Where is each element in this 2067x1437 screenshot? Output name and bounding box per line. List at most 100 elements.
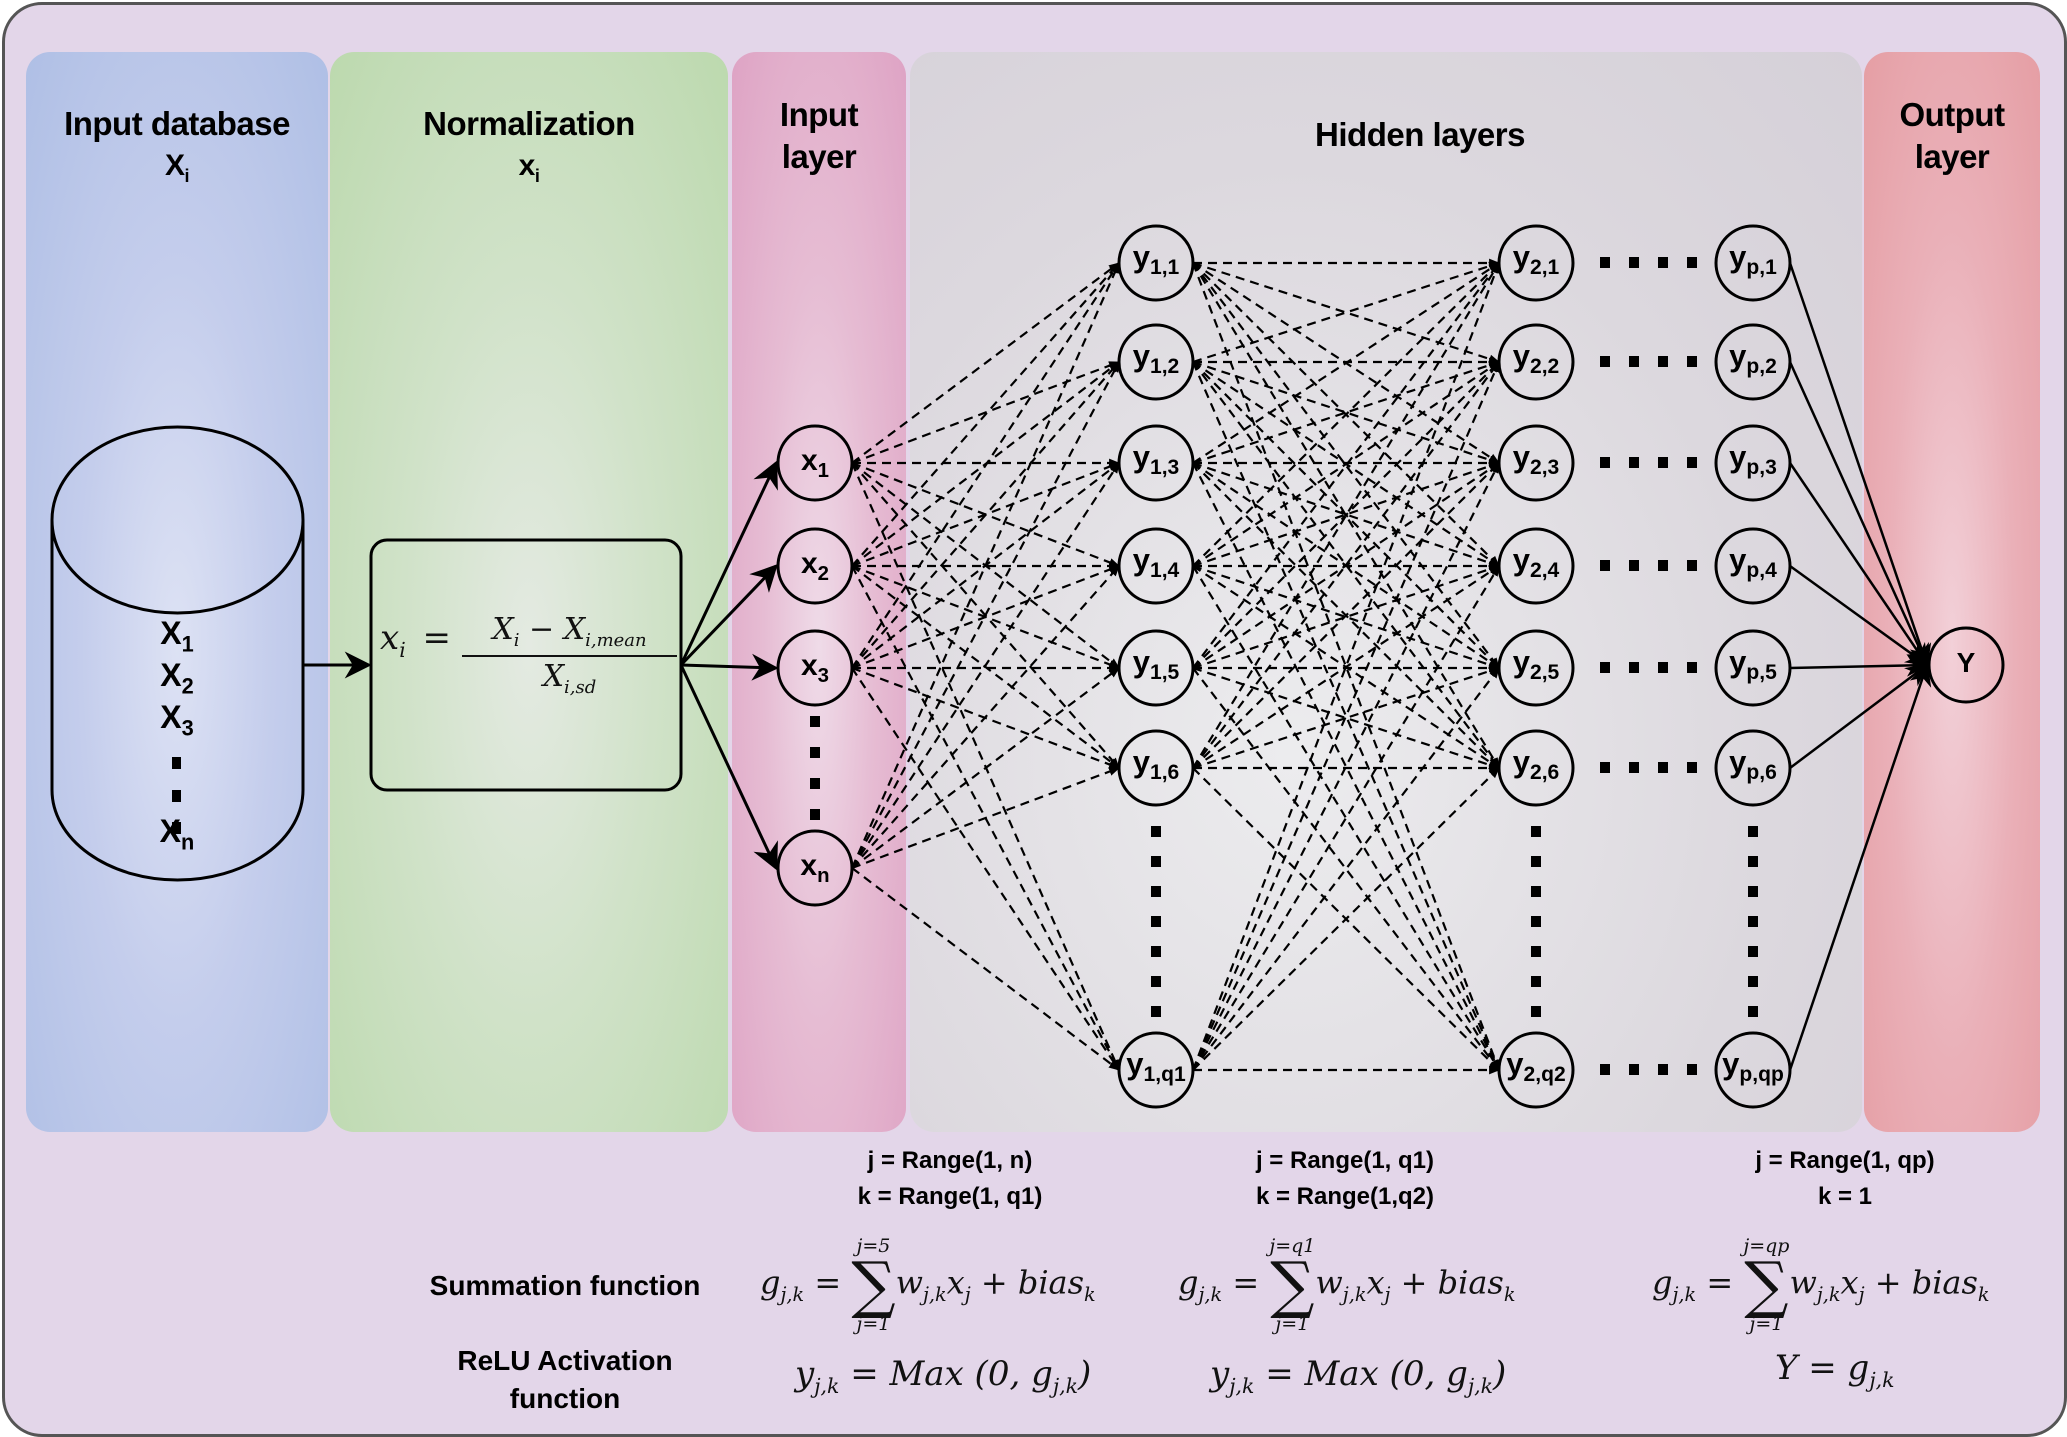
hidden-layer-p-node-label: yp,3 [1693,437,1813,488]
arrow-to-input-node [679,460,778,666]
label-sub: p,6 [1746,761,1777,785]
hidden-layer-1-node [1117,1031,1195,1109]
range-k: k = 1 [1817,1183,1873,1210]
output-node [1927,626,2005,704]
normalization-title-text: Normalization [423,105,635,142]
hidden-layer-1-node [1117,527,1195,605]
input-layer-title: Input layer [732,94,906,178]
arrow-to-input-node [679,664,778,871]
output-formula-text: Y = g [1775,1348,1870,1388]
label-base: y [1729,542,1747,577]
sum-x-sub: j [1858,1282,1865,1306]
hidden-layer-2-node-label: y2,q2 [1476,1044,1596,1095]
dashed-edge-h1-to-h2 [1192,462,1500,669]
sum-lhs-sub: j,k [1672,1282,1697,1306]
database-item: X3 [117,697,237,748]
dashed-edge-h1-to-h2 [1192,461,1501,568]
ellipsis-dot [172,822,181,834]
dashed-edge-input-to-h1 [850,462,1121,1072]
sum-bias: + bias [1864,1263,1978,1302]
sum-bias-sub: k [1084,1282,1096,1306]
summation-function-label: Summation function [429,1270,701,1301]
ellipsis-dot [172,790,181,802]
normalization-fraction: Xi − Xi,mean Xi,sd [462,612,677,698]
normalization-title: Normalization xi [330,103,728,197]
dashed-edge-h1-to-h2 [1192,262,1500,769]
input-database-title-text: Input database [64,105,290,142]
output-layer-title: Output layer [1864,94,2040,178]
label-sub: n [181,829,195,855]
edge-hp-to-output [1788,262,1932,668]
hidden-layer-2-node-label: y2,6 [1476,742,1596,793]
relu-formula-layer2: yj,k = Max (0, gj,k) [1210,1354,1506,1398]
hidden-layers-title: Hidden layers [1200,114,1640,156]
ellipsis-dot [1600,560,1610,571]
hidden-layer-p-node-label: yp,qp [1693,1044,1813,1095]
hidden-layer-1-node-label: y1,2 [1096,336,1216,387]
dashed-edge-input-to-h1 [851,262,1120,464]
dashed-edge-input-to-h1 [850,261,1121,869]
sum-lhs: g [1178,1263,1199,1302]
label-base: x [800,649,818,682]
ellipsis-dot [1531,886,1541,897]
dashed-edge-input-to-h1 [851,361,1120,869]
ellipsis-dot [1600,762,1610,773]
dashed-edge-h1-to-h2 [1192,262,1500,464]
input-node [776,629,854,707]
label-sub: 2,6 [1529,761,1560,785]
hidden-layer-2-node-label: y2,4 [1476,540,1596,591]
sum-x-sub: j [1384,1282,1391,1306]
hidden-layer-2-node [1497,424,1575,502]
label-sub: 2,1 [1529,256,1560,280]
label-sub: 1,6 [1149,761,1180,785]
label-base: y [1512,338,1530,373]
sum-weight-sub: j,k [1342,1282,1367,1306]
label-base: y [1132,744,1150,779]
ellipsis-dot [1658,662,1668,673]
output-formula-sub: j,k [1869,1367,1895,1392]
hidden-layer-1-node [1117,323,1195,401]
ellipsis-dot [1658,560,1668,571]
hidden-layer-1-node-label: y1,4 [1096,540,1216,591]
range-j: j = Range(1, q1) [1255,1147,1435,1174]
label-sub: p,5 [1746,661,1777,685]
relu-close: ) [1078,1354,1092,1394]
normalization-fanout-arrows [679,460,779,871]
database-cylinder-icon [50,425,305,882]
dashed-edge-h1-to-h2 [1192,462,1500,769]
ellipsis-dot [1531,946,1541,957]
ellipsis-dot [1531,826,1541,837]
ellipsis-dot [1629,457,1639,468]
ellipsis-dot [1658,257,1668,268]
normalization-symbol: xi [330,145,728,197]
relu-lhs-sub: j,k [814,1373,840,1398]
label-base: y [1729,338,1747,373]
output-node-label: Y [1906,643,2026,683]
label-sub: n [817,865,830,887]
label-sub: 1,2 [1149,355,1180,379]
ellipsis-dot [1151,886,1161,897]
hidden-layer-1-node-label: y1,5 [1096,642,1216,693]
formula-lhs-sub: i [399,637,406,662]
label-sub: 2,5 [1529,661,1560,685]
ellipsis-dot [810,716,820,727]
dashed-edge-h1-to-h2 [1191,262,1501,1072]
relu-rhs-sub: j,k [1467,1373,1494,1398]
label-sub: 2 [817,563,830,585]
ellipsis-dot [1531,856,1541,867]
symbol-base: X [164,149,185,182]
label-base: y [1729,439,1747,474]
input-node [776,527,854,605]
input-node-label: x2 [755,544,875,594]
hidden-layer-2-node [1497,1031,1575,1109]
ellipsis-dot [1687,662,1697,673]
label-sub: 2,q2 [1523,1063,1566,1087]
relu-formula-layer1: yj,k = Max (0, gj,k) [795,1354,1091,1398]
equals-sign: = [1696,1263,1744,1302]
database-item: X2 [117,655,237,706]
input-layer-title-line2: layer [781,138,857,175]
range-hp-to-output: j = Range(1, qp) k = 1 [1705,1143,1985,1215]
symbol-sub: i [534,166,540,186]
ellipsis-dot [1151,826,1161,837]
